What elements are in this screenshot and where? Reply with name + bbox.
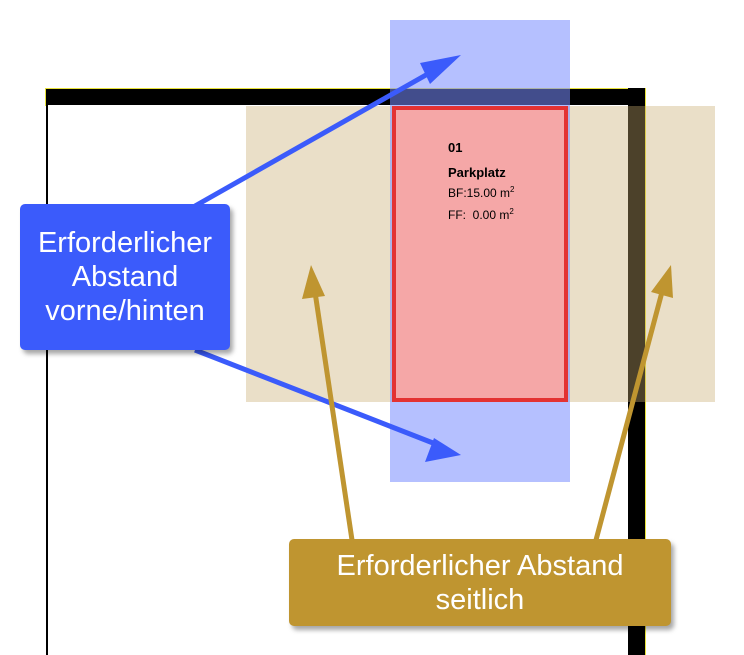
ff-label: FF:	[448, 208, 466, 222]
wall-right	[628, 88, 646, 655]
bf-label: BF:	[448, 186, 467, 200]
callout-side-line-1: Erforderlicher Abstand	[336, 549, 624, 582]
callout-front-line-1: Erforderlicher	[37, 227, 213, 259]
ff-unit-exponent: 2	[509, 207, 514, 216]
parking-space-ff: FF: 0.00 m2	[448, 207, 514, 222]
callout-side-line-2: seitlich	[435, 583, 525, 616]
wall-left-edge	[45, 88, 46, 106]
callout-front-back-clearance: Erforderlicher Abstand vorne/hinten	[20, 204, 230, 350]
wall-left	[46, 88, 48, 655]
parking-space[interactable]: 01 Parkplatz BF:15.00 m2 FF: 0.00 m2	[392, 106, 568, 402]
arrow-back-down	[194, 347, 461, 462]
callout-front-line-3: vorne/hinten	[45, 295, 205, 327]
arrow-side-right	[593, 265, 673, 541]
callout-side-clearance: Erforderlicher Abstand seitlich	[289, 539, 671, 626]
arrow-side-left	[302, 265, 355, 541]
bf-value: 15.00 m	[466, 186, 511, 200]
parking-space-name: Parkplatz	[448, 165, 506, 180]
callout-front-line-2: Abstand	[71, 261, 179, 293]
arrow-front-up	[193, 55, 461, 209]
parking-space-number: 01	[448, 140, 463, 155]
parking-space-bf: BF:15.00 m2	[448, 185, 515, 200]
bf-unit-exponent: 2	[510, 185, 515, 194]
ff-value: 0.00 m	[472, 208, 510, 222]
